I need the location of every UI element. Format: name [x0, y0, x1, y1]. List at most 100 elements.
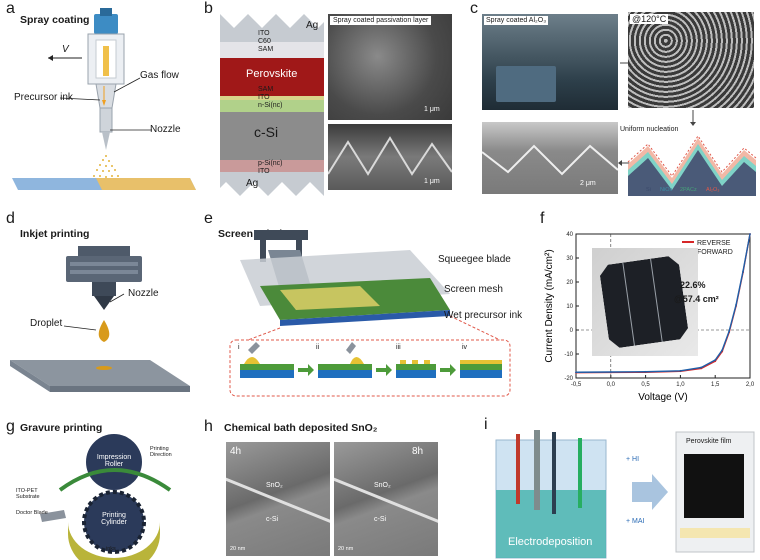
data-point-forward	[749, 233, 751, 235]
panel-b: b Ag ITO C60 SAM Perovskite SAM ITO n-Si…	[200, 0, 470, 200]
legend-2pacz: 2PACz	[680, 187, 697, 193]
data-point-forward	[700, 366, 703, 369]
y-tick-label: 40	[566, 232, 573, 238]
step-iii-diagram	[396, 360, 436, 378]
y-axis-label: Current Density (mA/cm²)	[544, 249, 555, 362]
x-tick-label: -0,5	[571, 382, 582, 388]
solar-cell-photo	[592, 248, 698, 356]
sem-image-textured: 1 μm	[328, 124, 452, 190]
photo-title: Spray coated Al₂O₃	[484, 16, 549, 25]
x-tick-label: 1,0	[676, 382, 685, 388]
substrate-label: ITO-PET Substrate	[16, 488, 40, 500]
perovskite-label: Perovskite	[246, 68, 298, 80]
data-point-forward	[721, 349, 724, 352]
tem-image-4h: 4h SnO₂ c-Si 20 nm	[226, 442, 330, 556]
tem-8h-csi: c-Si	[374, 516, 387, 523]
layer-label-top-2: C60	[258, 38, 271, 45]
panel-c-label: c	[470, 0, 478, 17]
temperature-label: @120°C	[630, 14, 669, 24]
legend-si: Si	[646, 187, 651, 193]
precursor-ink-label: Precursor ink	[14, 92, 73, 103]
gas-flow-label: Gas flow	[140, 70, 179, 81]
tem-8h-time: 8h	[412, 446, 424, 457]
inks-label: inks	[106, 546, 116, 552]
droplet-label: Droplet	[30, 318, 63, 329]
spray-nozzle-illustration	[12, 8, 196, 190]
panel-i-label: i	[484, 416, 488, 433]
data-point-forward	[644, 370, 647, 373]
layer-label-top-1: ITO	[258, 30, 270, 37]
tem-image-8h: 8h SnO₂ c-Si 20 nm	[334, 442, 438, 556]
sem-image-passivation: Spray coated passivation layer 1 μm	[328, 14, 452, 120]
texture-peaks	[328, 136, 452, 176]
panel-c: c Spray coated Al₂O₃ @120°C Uniform nucl…	[470, 0, 760, 200]
tandem-stack-illustration	[220, 14, 324, 196]
hi-label: + HI	[626, 456, 640, 463]
area-label: @57.4 cm²	[674, 294, 719, 304]
legend-nio: NiOx	[660, 187, 673, 193]
data-point-forward	[679, 369, 682, 372]
sem-top-title: Spray coated passivation layer	[330, 16, 432, 25]
panel-a-label: a	[6, 0, 15, 17]
screen-printing-illustration	[229, 230, 511, 397]
direction-label: Printing Direction	[150, 446, 172, 458]
screen-mesh-label: Screen mesh	[444, 284, 503, 295]
x-axis-label: Voltage (V)	[638, 392, 687, 403]
data-point-forward	[575, 371, 577, 374]
c-si-label: c-Si	[254, 124, 279, 140]
y-tick-label: 0	[570, 328, 574, 334]
blade-label: Doctor Blade	[16, 510, 48, 516]
layer-label-top-3: SAM	[258, 46, 274, 53]
layer-label-mid-1: ITO	[258, 94, 270, 101]
sem-nucleation-topview: @120°C	[628, 12, 754, 108]
panel-a-title: Spray coating	[20, 14, 90, 26]
arrow-down-icon	[690, 110, 696, 126]
legend-label-reverse: REVERSE	[697, 240, 731, 247]
panel-h-title: Chemical bath deposited SnO₂	[224, 422, 378, 434]
electrodeposition-illustration	[495, 430, 755, 559]
panel-h: h Chemical bath deposited SnO₂ 4h SnO₂ c…	[200, 410, 460, 560]
tem-8h-scale: 20 nm	[338, 546, 354, 552]
nucleation-diagram	[627, 135, 757, 196]
panel-i: i Electrodeposition + HI + MAI Perovskit…	[460, 410, 760, 560]
velocity-label: V	[62, 44, 69, 55]
sem-c-scale: 2 μm	[580, 180, 596, 187]
panel-e-label: e	[204, 210, 213, 227]
tem-4h-sno2: SnO₂	[266, 482, 283, 489]
step-i-diagram	[240, 342, 294, 378]
gravure-illustration	[40, 434, 172, 560]
cylinder-label: Printing Cylinder	[101, 512, 127, 526]
x-tick-label: 2,0	[746, 382, 755, 388]
panel-d: d Inkjet printing Nozzle Droplet	[0, 210, 200, 400]
y-tick-label: -20	[564, 376, 573, 382]
ag-bottom-label: Ag	[246, 178, 259, 189]
inkjet-nozzle-label: Nozzle	[128, 288, 159, 299]
panel-a: a Spray coating V Precursor ink Gas flow…	[0, 0, 200, 200]
layer-label-bot-2: ITO	[258, 168, 270, 175]
panel-g-title: Gravure printing	[20, 422, 103, 434]
inkjet-illustration	[10, 246, 190, 392]
panel-g-label: g	[6, 418, 15, 435]
sem-bottom-scale: 1 μm	[424, 178, 440, 185]
data-point-forward	[714, 359, 717, 361]
perovskite-film-label: Perovskite film	[686, 438, 732, 445]
data-point-forward	[609, 371, 612, 373]
data-point-forward	[728, 330, 731, 333]
panel-d-label: d	[6, 210, 15, 227]
data-point-forward	[742, 270, 744, 273]
spray-photo: Spray coated Al₂O₃	[482, 14, 618, 110]
panel-b-label: b	[204, 0, 213, 17]
cross-section-peaks	[482, 144, 618, 176]
panel-d-title: Inkjet printing	[20, 228, 90, 240]
y-tick-label: 20	[566, 280, 573, 286]
step-iv-diagram	[460, 360, 502, 378]
ag-top-label: Ag	[306, 20, 319, 31]
efficiency-label: 22.6%	[680, 280, 706, 290]
sem-cross-section: 2 μm	[482, 122, 618, 194]
step-label-iii: iii	[396, 344, 401, 351]
tem-4h-time: 4h	[230, 446, 242, 457]
step-label-iv: iv	[462, 344, 468, 351]
spray-machine	[496, 66, 556, 102]
